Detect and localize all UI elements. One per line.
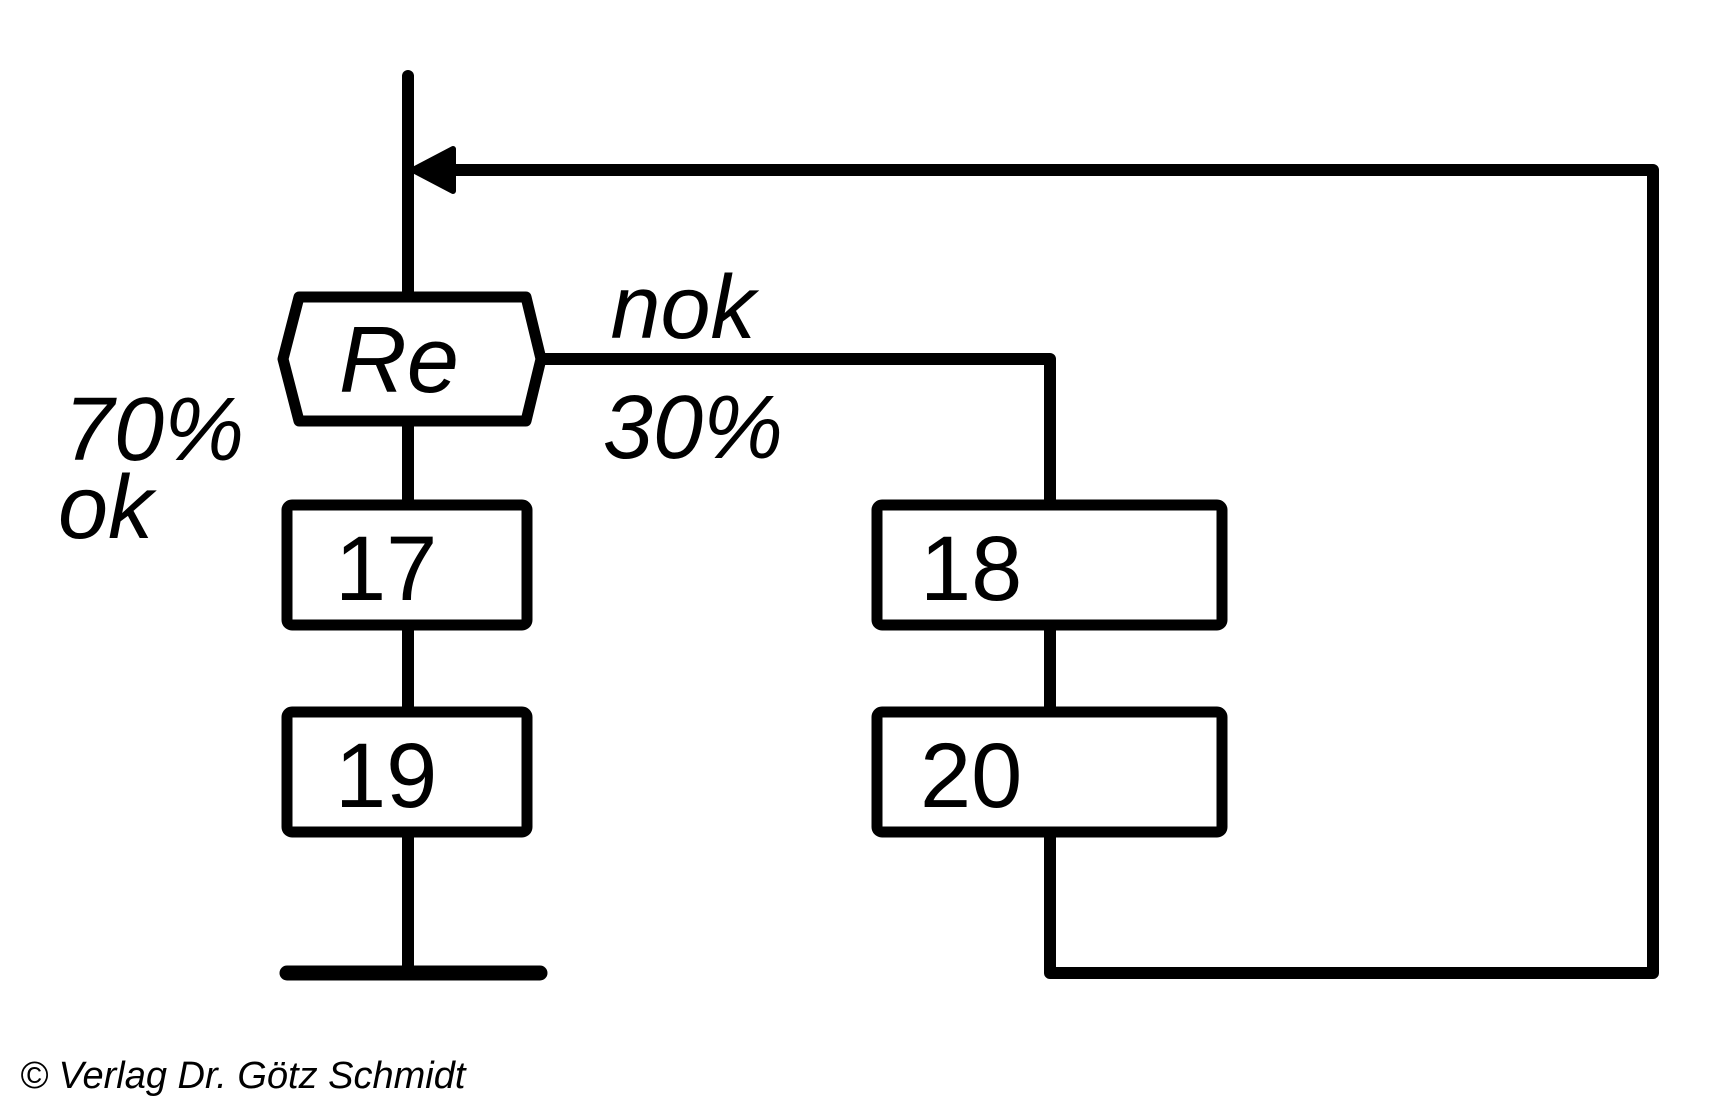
process-box-19 [281, 706, 533, 838]
left-branch-probability-label: 70% [64, 380, 244, 480]
connector-loop-back [452, 164, 1659, 979]
process-box-17 [281, 499, 533, 631]
right-branch-condition-label: nok [610, 258, 759, 358]
process-box-19-label: 19 [335, 725, 437, 827]
decision-hexagon [277, 291, 547, 427]
process-box-17-label: 17 [335, 518, 437, 620]
right-branch-probability-label: 30% [603, 378, 783, 478]
process-box-20 [871, 706, 1228, 838]
process-box-20-label: 20 [920, 725, 1022, 827]
process-box-18 [871, 499, 1228, 631]
loop-arrowhead-icon [410, 146, 456, 194]
process-box-18-label: 18 [920, 518, 1022, 620]
copyright-text: © Verlag Dr. Götz Schmidt [20, 1055, 467, 1097]
decision-label: Re [339, 307, 459, 412]
left-branch-condition-label: ok [58, 458, 157, 558]
connector-decision-to-18 [538, 353, 1056, 508]
